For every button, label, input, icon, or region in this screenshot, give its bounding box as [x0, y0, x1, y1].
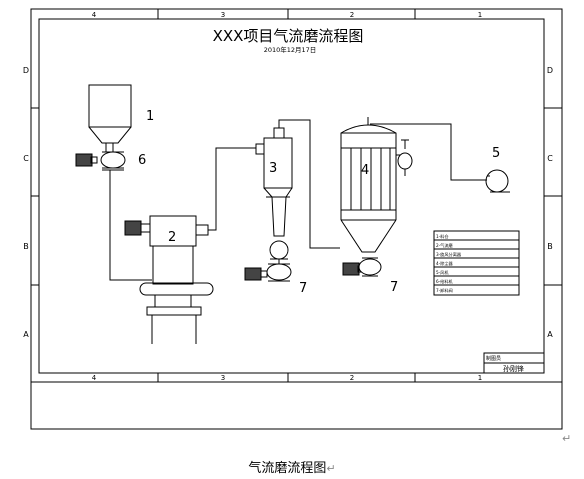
- inner-frame: [38, 18, 545, 374]
- feeder: [75, 151, 126, 171]
- zone-label-right-B: B: [547, 242, 553, 251]
- label-mill: 2: [168, 230, 176, 245]
- zone-label-bottom-3: 3: [221, 374, 225, 382]
- caption-text: 气流磨流程图: [248, 461, 327, 476]
- jet-mill: [124, 215, 214, 344]
- title-block: [483, 352, 545, 374]
- feed-pipe: [109, 170, 152, 281]
- label-cyclone: 3: [269, 161, 277, 176]
- zone-label-top-2: 2: [350, 11, 354, 19]
- legend-row: 4-除尘器: [436, 260, 454, 267]
- legend-row: 1-料仓: [436, 233, 449, 240]
- zone-label-bottom-4: 4: [92, 374, 97, 382]
- zone-ticks-bottom: [157, 373, 416, 382]
- zone-label-top-1: 1: [478, 11, 482, 19]
- zone-ticks-right: [544, 107, 562, 286]
- label-feeder: 6: [138, 153, 146, 168]
- zone-label-right-C: C: [547, 154, 553, 163]
- zone-label-left-D: D: [23, 66, 29, 75]
- pipe-mill-cyclone: [208, 147, 256, 231]
- zone-label-left-A: A: [23, 330, 29, 339]
- zone-label-right-D: D: [547, 66, 553, 75]
- zone-label-bottom-2: 2: [350, 374, 354, 382]
- label-cyclone-valve: 7: [299, 281, 307, 296]
- paragraph-mark-icon: ↵: [562, 432, 572, 445]
- pipe-cyclone-filter: [278, 119, 340, 249]
- legend-row: 3-旋风分离器: [436, 251, 462, 258]
- fan: [485, 169, 510, 193]
- pulse-valve: [396, 139, 413, 176]
- zone-ticks-top: [157, 9, 416, 19]
- zone-label-right-A: A: [547, 330, 553, 339]
- legend-row: 2-气流磨: [436, 242, 454, 249]
- legend-table: [433, 230, 520, 296]
- diagram-title: XXX项目气流磨流程图: [213, 27, 364, 45]
- bag-filter: [340, 117, 397, 253]
- zone-label-bottom-1: 1: [478, 374, 482, 382]
- zone-label-left-B: B: [23, 242, 29, 251]
- zone-label-left-C: C: [23, 154, 29, 163]
- label-fan: 5: [492, 146, 500, 161]
- title-block-label: 制图员: [486, 355, 501, 362]
- legend-row: 5-风机: [436, 269, 449, 276]
- outer-frame: [30, 8, 563, 430]
- paragraph-mark-icon: ↵: [326, 462, 336, 475]
- filter-rotary-valve: [342, 257, 382, 277]
- label-filter: 4: [361, 163, 369, 178]
- cyclone: [255, 127, 293, 237]
- figure-caption: 气流磨流程图↵: [0, 457, 584, 476]
- zone-label-top-4: 4: [92, 11, 97, 19]
- legend-row: 6-给料机: [436, 278, 454, 285]
- cyclone-rotary-valve: [244, 240, 292, 282]
- label-hopper: 1: [146, 109, 154, 124]
- diagram-date: 2010年12月17日: [264, 45, 317, 54]
- label-filter-valve: 7: [390, 280, 398, 295]
- zone-ticks-left: [31, 107, 39, 286]
- zone-label-top-3: 3: [221, 11, 225, 19]
- hopper: [88, 84, 132, 152]
- legend-row: 7-卸料阀: [436, 287, 453, 294]
- title-block-name: 孙刚锋: [503, 364, 524, 373]
- pipe-filter-fan: [370, 123, 487, 181]
